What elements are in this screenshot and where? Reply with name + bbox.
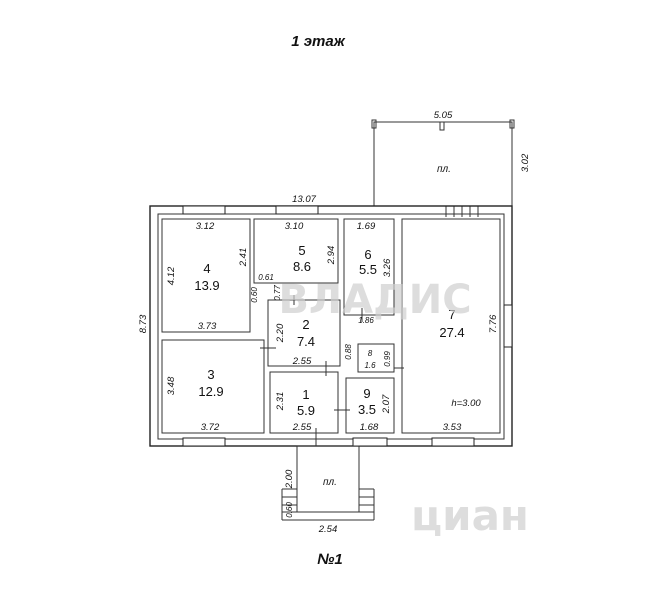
watermark-top: ВЛАДИС [278,277,471,323]
room-9-side-dim: 2.07 [381,394,392,414]
front-terrace-width: 2.54 [318,524,338,535]
room-8-number: 8 [368,349,373,358]
room-5: 5 8.6 3.10 2.94 0.61 0.77 [253,205,339,301]
room-8-area: 1.6 [364,361,376,370]
room-2-side-dim: 2.20 [275,323,286,343]
room-9-bottom-dim: 1.68 [360,422,379,433]
room-4-top-dim: 3.12 [196,221,215,232]
window [352,437,388,447]
front-terrace-height: 2.00 [284,469,295,489]
room-4-bottom-dim: 3.73 [198,321,217,332]
room-7: 7 27.4 7.76 3.53 h=3.00 [401,218,513,447]
front-terrace-step: 0.60 [285,502,294,518]
room-4-right-dim: 2.41 [238,248,249,268]
room-1-side-dim: 2.31 [275,392,286,412]
room-2-bottom-dim: 2.55 [292,356,312,367]
window [182,437,226,447]
window [275,205,319,215]
room-1-area: 5.9 [297,403,315,418]
room-5-b-dim: 0.77 [273,285,282,301]
room-7-bottom-dim: 3.53 [443,422,462,433]
window [431,437,475,447]
back-terrace-height: 3.02 [520,153,531,172]
room-8: 8 1.6 0.88 0.99 [344,343,395,373]
watermark-bottom: циан [411,491,529,540]
room-5-area: 8.6 [293,259,311,274]
back-terrace: пл. 5.05 3.02 [371,110,531,217]
room-2-area: 7.4 [297,334,315,349]
window [503,304,513,348]
room-3-side-dim: 3.48 [166,376,177,395]
room-4-area: 13.9 [194,278,219,293]
front-terrace-label: пл. [323,477,337,488]
corridor-dim: 1.86 [358,316,374,325]
front-terrace: пл. 2.00 2.54 0.60 [281,445,375,535]
room-6-top-dim: 1.69 [357,221,376,232]
room-4-number: 4 [203,261,210,276]
back-terrace-width: 5.05 [434,110,453,121]
floor-title: 1 этаж [291,33,345,50]
room-9-number: 9 [363,386,370,401]
window [182,205,226,215]
room-2-number: 2 [302,317,309,332]
plan-number: №1 [317,551,343,568]
room-9: 9 3.5 2.07 1.68 [345,377,395,447]
back-terrace-label: пл. [437,164,451,175]
room-1: 1 5.9 2.31 2.55 [269,371,339,434]
room-7-number: 7 [448,307,455,322]
room-1-bottom-dim: 2.55 [292,422,312,433]
back-stairs [445,206,479,217]
overall-width: 13.07 [292,194,316,205]
room-3-area: 12.9 [198,384,223,399]
room-7-side-dim: 7.76 [488,314,499,333]
room-5-top-dim: 3.10 [285,221,304,232]
ceiling-height: h=3.00 [451,398,481,409]
room-8-a-dim: 0.88 [344,344,353,360]
room-5-side-dim: 2.94 [326,246,337,266]
room-4-side-dim: 4.12 [166,266,177,285]
room-7-area: 27.4 [439,325,464,340]
room-6-number: 6 [364,247,371,262]
room-2: 2 7.4 2.20 2.55 1.86 [267,299,374,367]
room-3: 3 12.9 3.48 3.72 [161,339,265,447]
overall-height: 8.73 [138,314,149,333]
room-5-number: 5 [298,243,305,258]
room-8-b-dim: 0.99 [383,351,392,367]
room-5-a-dim: 0.61 [258,273,274,282]
room-4: 4 13.9 3.12 4.12 3.73 2.41 0.60 [161,205,259,333]
room-3-bottom-dim: 3.72 [201,422,220,433]
room-6-side-dim: 3.26 [382,258,393,277]
room-1-number: 1 [302,387,309,402]
room-3-number: 3 [207,367,214,382]
room-4-c-dim: 0.60 [250,287,259,303]
front-stairs [281,488,375,521]
door-markers [260,295,404,446]
room-6-area: 5.5 [359,262,377,277]
room-9-area: 3.5 [358,402,376,417]
room-6: 6 5.5 1.69 3.26 [343,218,395,316]
